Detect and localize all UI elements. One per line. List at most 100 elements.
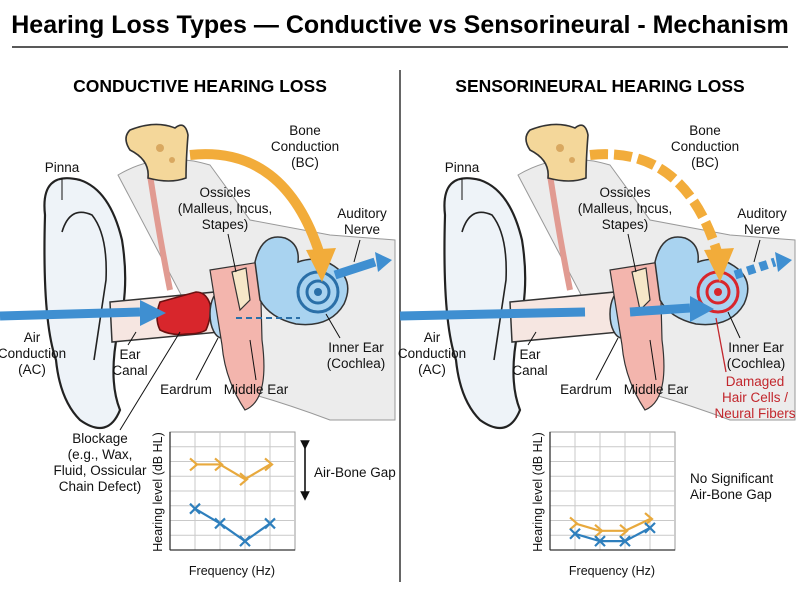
pinna-fold: [61, 211, 108, 361]
right-series-1-line: [574, 526, 651, 543]
label-eardrum-r: Eardrum: [560, 382, 612, 397]
blockage-shape: [156, 291, 212, 336]
svg-text:Conduction: Conduction: [271, 139, 339, 154]
ossicles-shape-r: [631, 267, 651, 312]
svg-text:Chain Defect): Chain Defect): [59, 479, 142, 494]
svg-text:(AC): (AC): [418, 362, 446, 377]
xlabel-left: Frequency (Hz): [189, 564, 275, 578]
svg-text:Hair Cells /: Hair Cells /: [722, 390, 788, 405]
left-bc-marker: [214, 457, 224, 472]
svg-text:Auditory: Auditory: [737, 206, 787, 221]
left-ac-marker: [189, 502, 201, 515]
heading-conductive: CONDUCTIVE HEARING LOSS: [73, 76, 327, 96]
svg-text:Bone: Bone: [289, 123, 321, 138]
svg-text:(AC): (AC): [18, 362, 46, 377]
svg-text:(Cochlea): (Cochlea): [327, 356, 386, 371]
svg-text:(BC): (BC): [291, 155, 319, 170]
svg-text:Ossicles: Ossicles: [199, 185, 250, 200]
right-bc-marker: [569, 516, 579, 531]
svg-text:Canal: Canal: [112, 363, 147, 378]
svg-text:(BC): (BC): [691, 155, 719, 170]
right-series-0-line: [574, 518, 651, 532]
audiogram-sensorineural: [549, 431, 676, 551]
auditory-nerve-shape-r: [733, 257, 777, 280]
svg-text:(Malleus, Incus,: (Malleus, Incus,: [178, 201, 273, 216]
label-damaged-cells: Damaged Hair Cells / Neural Fibers: [714, 374, 795, 421]
svg-text:Ear: Ear: [119, 347, 141, 362]
label-ac: Air Conduction (AC): [0, 330, 66, 377]
pinna-shape: [43, 177, 127, 430]
annotation-air-bone-gap: Air-Bone Gap: [314, 465, 396, 480]
svg-text:Nerve: Nerve: [344, 222, 380, 237]
svg-text:Stapes): Stapes): [202, 217, 249, 232]
bone-shape-r: [525, 123, 589, 182]
bc-arrow: [189, 149, 325, 257]
pinna-shape-r: [443, 177, 527, 430]
left-bc-marker: [189, 457, 199, 472]
bc-arrow-r: [589, 149, 723, 257]
svg-text:Stapes): Stapes): [602, 217, 649, 232]
panel-sensorineural: SENSORINEURAL HEARING LOSS Pinna Bone Co…: [398, 76, 796, 578]
right-ac-marker: [594, 535, 606, 547]
label-ossicles: Ossicles (Malleus, Incus, Stapes): [178, 185, 273, 232]
svg-text:Ear: Ear: [519, 347, 541, 362]
right-ac-marker: [619, 535, 631, 547]
page-title: Hearing Loss Types — Conductive vs Senso…: [11, 11, 789, 39]
right-bc-marker: [594, 523, 604, 538]
label-nerve: Auditory Nerve: [337, 206, 387, 237]
svg-text:Nerve: Nerve: [744, 222, 780, 237]
svg-text:Conduction: Conduction: [671, 139, 739, 154]
label-canal: Ear Canal: [112, 347, 147, 378]
right-ac-marker: [644, 522, 656, 534]
label-blockage: Blockage (e.g., Wax, Fluid, Ossicular Ch…: [53, 431, 147, 494]
svg-text:Bone: Bone: [689, 123, 721, 138]
ac-arrow: [0, 307, 141, 321]
svg-text:Canal: Canal: [512, 363, 547, 378]
label-bc-r: Bone Conduction (BC): [671, 123, 739, 170]
label-ossicles-r: Ossicles (Malleus, Incus, Stapes): [578, 185, 673, 232]
right-bc-marker: [619, 523, 629, 538]
left-bc-marker: [239, 472, 249, 487]
svg-text:Inner Ear: Inner Ear: [328, 340, 384, 355]
audiogram-conductive: [169, 431, 296, 551]
svg-text:Conduction: Conduction: [0, 346, 66, 361]
label-middle-ear-r: Middle Ear: [624, 382, 689, 397]
label-eardrum: Eardrum: [160, 382, 212, 397]
panel-conductive: CONDUCTIVE HEARING LOSS: [0, 76, 396, 578]
svg-text:Ossicles: Ossicles: [599, 185, 650, 200]
right-bc-marker: [644, 512, 654, 526]
ylabel-right: Hearing level (dB HL): [531, 432, 545, 552]
label-bc: Bone Conduction (BC): [271, 123, 339, 170]
heading-sensorineural: SENSORINEURAL HEARING LOSS: [455, 76, 744, 96]
left-ac-marker: [214, 517, 226, 530]
left-ac-marker: [264, 517, 276, 530]
ac-arrow-r: [399, 307, 586, 321]
svg-text:Fluid, Ossicular: Fluid, Ossicular: [53, 463, 147, 478]
label-middle-ear: Middle Ear: [224, 382, 289, 397]
svg-text:No Significant: No Significant: [690, 471, 774, 486]
svg-text:Air: Air: [24, 330, 41, 345]
bone-shape: [125, 123, 189, 182]
ossicles-shape: [231, 267, 251, 312]
ylabel-left: Hearing level (dB HL): [151, 432, 165, 552]
svg-text:Air-Bone Gap: Air-Bone Gap: [690, 487, 772, 502]
label-canal-r: Ear Canal: [512, 347, 547, 378]
annotation-no-gap: No Significant Air-Bone Gap: [690, 471, 774, 502]
left-bc-marker: [264, 457, 274, 472]
left-series-1-line: [194, 507, 271, 543]
xlabel-right: Frequency (Hz): [569, 564, 655, 578]
label-ac-r: Air Conduction (AC): [398, 330, 466, 377]
svg-text:(e.g., Wax,: (e.g., Wax,: [68, 447, 133, 462]
label-pinna: Pinna: [45, 160, 80, 175]
auditory-nerve-shape: [333, 257, 377, 280]
svg-text:Air: Air: [424, 330, 441, 345]
svg-text:(Malleus, Incus,: (Malleus, Incus,: [578, 201, 673, 216]
svg-text:Inner Ear: Inner Ear: [728, 340, 784, 355]
svg-text:(Cochlea): (Cochlea): [727, 356, 786, 371]
left-ac-marker: [239, 535, 251, 547]
svg-text:Blockage: Blockage: [72, 431, 128, 446]
label-inner-ear-r: Inner Ear (Cochlea): [727, 340, 786, 371]
svg-text:Neural Fibers: Neural Fibers: [714, 406, 795, 421]
svg-text:Auditory: Auditory: [337, 206, 387, 221]
